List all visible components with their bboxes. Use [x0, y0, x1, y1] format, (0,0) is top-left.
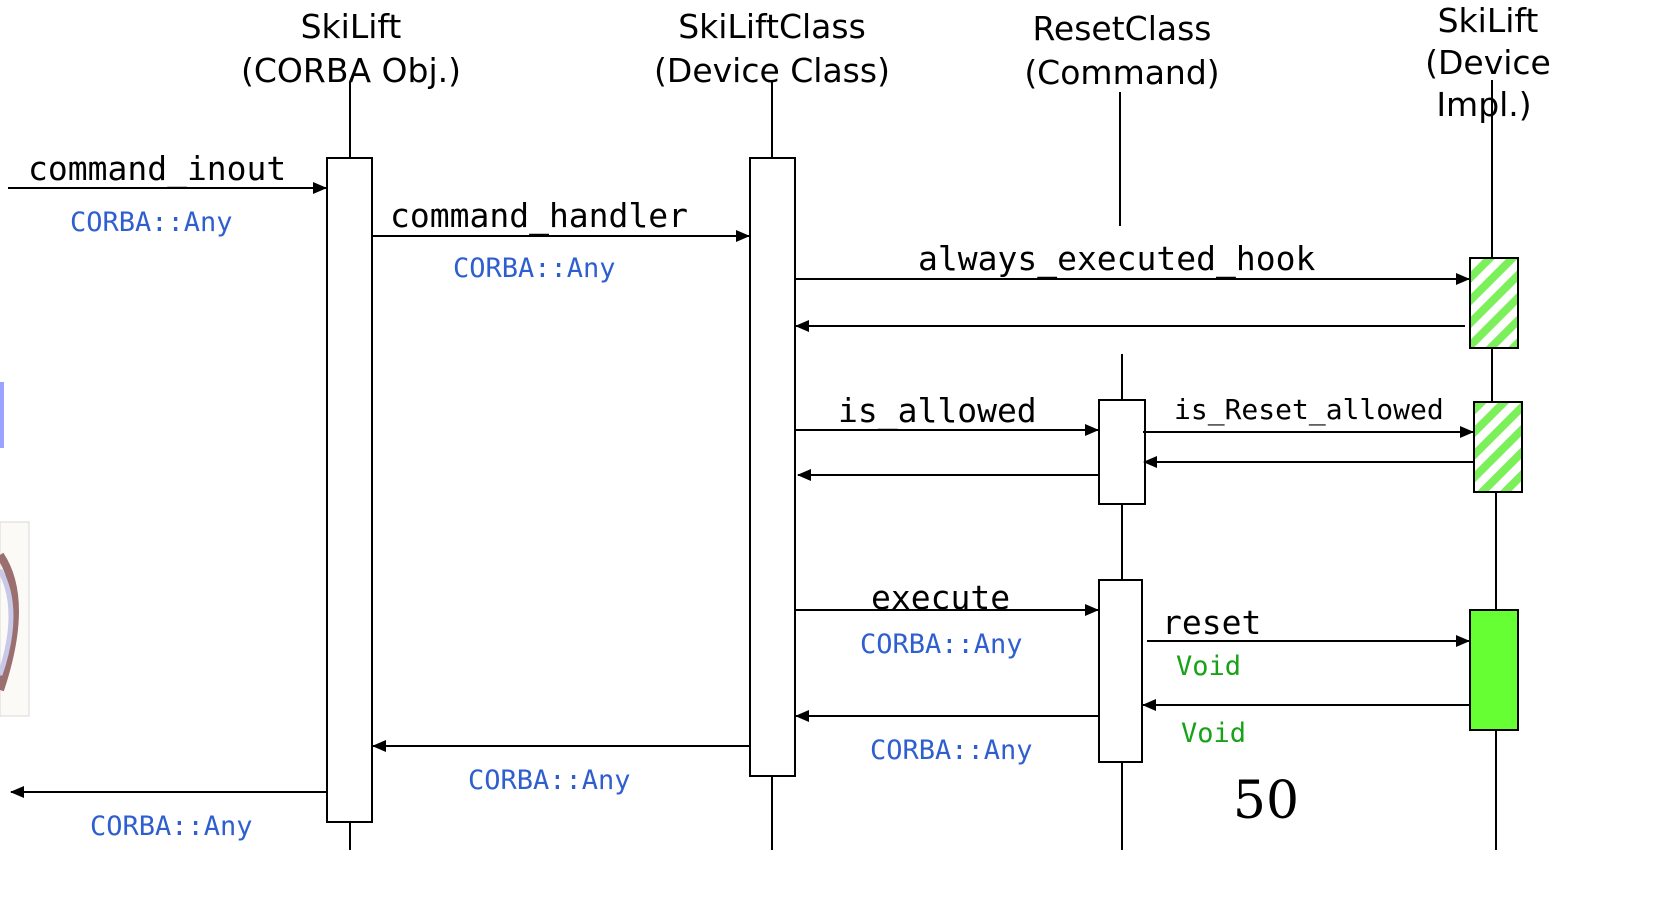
- lifeline-title: ResetClass: [1032, 9, 1211, 48]
- return-execute: CORBA::Any: [795, 710, 1099, 766]
- type-label: CORBA::Any: [468, 765, 631, 796]
- type-label: Void: [1181, 718, 1246, 749]
- message-label: always_executed_hook: [918, 239, 1315, 279]
- blue-bar-fragment: [0, 382, 4, 448]
- lifeline-subtitle: (Command): [1024, 53, 1219, 92]
- message-label: is_allowed: [838, 391, 1037, 431]
- message-label: command_handler: [390, 196, 688, 236]
- message-always-executed-hook: always_executed_hook: [795, 239, 1470, 332]
- lifeline-subtitle: Impl.): [1436, 85, 1531, 124]
- message-label: execute: [871, 578, 1010, 617]
- type-label: CORBA::Any: [90, 811, 253, 842]
- lifeline-header-device-impl: SkiLift (Device Impl.): [1425, 1, 1551, 124]
- message-label: is_Reset_allowed: [1174, 393, 1444, 427]
- lifeline-subtitle: (Device: [1425, 43, 1551, 82]
- activation-always-executed-hook: [1469, 257, 1519, 349]
- return-reset: Void: [1142, 699, 1470, 749]
- page-number: 50: [1233, 771, 1299, 831]
- message-command-handler: command_handler CORBA::Any: [372, 196, 750, 284]
- activation-is-reset-allowed: [1473, 401, 1523, 493]
- ring-fragment: [0, 552, 19, 692]
- activation-is-allowed: [1098, 399, 1146, 505]
- lifeline-title: SkiLift: [301, 7, 402, 46]
- return-command-inout: CORBA::Any: [10, 786, 327, 842]
- type-label: CORBA::Any: [70, 207, 233, 238]
- message-is-allowed: is_allowed: [795, 391, 1099, 481]
- lifeline-header-command: ResetClass (Command): [1024, 9, 1219, 92]
- message-label: command_inout: [28, 149, 286, 189]
- activation-corba-obj: [326, 157, 373, 823]
- type-label: CORBA::Any: [860, 629, 1023, 660]
- lifeline-title: SkiLiftClass: [678, 7, 866, 46]
- type-label: CORBA::Any: [870, 735, 1033, 766]
- lifeline-header-device-class: SkiLiftClass (Device Class): [654, 7, 890, 90]
- lifeline-header-corba-obj: SkiLift (CORBA Obj.): [241, 7, 461, 90]
- message-label: reset: [1162, 603, 1261, 642]
- message-execute: execute CORBA::Any: [795, 578, 1099, 660]
- type-label: Void: [1176, 651, 1241, 682]
- message-is-reset-allowed: is_Reset_allowed: [1143, 393, 1474, 468]
- lifeline-title: SkiLift: [1438, 1, 1539, 40]
- activation-execute: [1098, 579, 1143, 763]
- return-command-handler: CORBA::Any: [372, 740, 750, 796]
- activation-device-class: [749, 157, 796, 777]
- activation-reset: [1469, 609, 1519, 731]
- type-label: CORBA::Any: [453, 253, 616, 284]
- message-reset: reset Void: [1147, 603, 1470, 682]
- message-command-inout: command_inout CORBA::Any: [8, 149, 327, 238]
- left-edge-fragments: [0, 382, 30, 717]
